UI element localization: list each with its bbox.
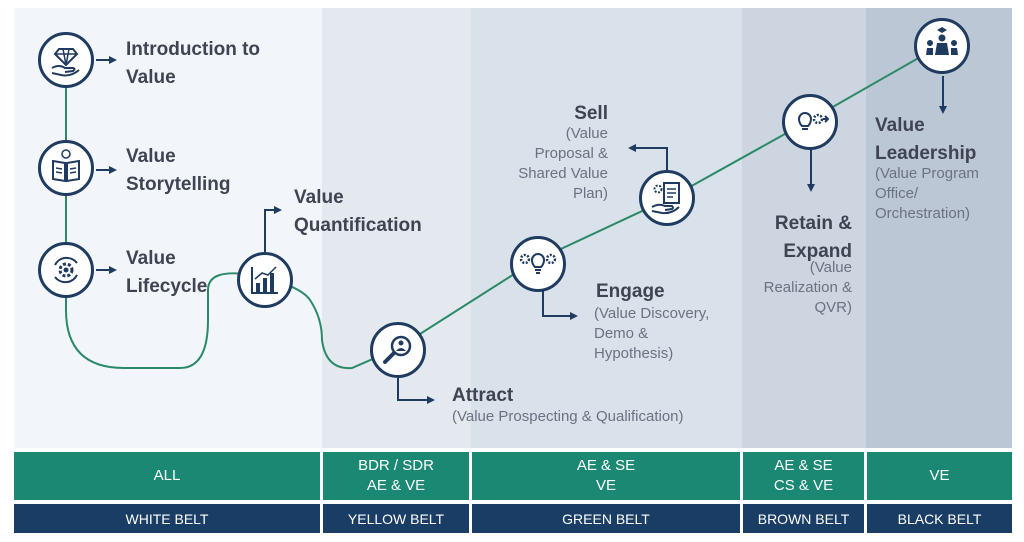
lightbulb-gears-icon: [519, 253, 557, 274]
node-engage: [510, 236, 566, 292]
roles-white: ALL: [14, 452, 320, 500]
arrow-attract: [397, 378, 435, 404]
roles-green: AE & SE VE: [472, 452, 740, 500]
bar-chart-icon: [251, 266, 278, 294]
team-leader-icon: [926, 27, 958, 55]
label-lifecycle: Value Lifecycle: [126, 248, 208, 297]
label-retain: Retain & Expand: [774, 213, 852, 262]
bulb-target-icon: [797, 112, 830, 130]
label-sell: Sell: [574, 103, 608, 124]
node-introduction: [38, 32, 94, 88]
magnify-person-icon: [383, 335, 412, 364]
node-lifecycle: [38, 242, 94, 298]
label-storytelling: Value Storytelling: [126, 146, 231, 195]
node-retain: [782, 94, 838, 150]
storybook-icon: [52, 149, 80, 183]
progress-path: [65, 43, 944, 370]
roles-black: VE: [867, 452, 1012, 500]
label-engage: Engage: [596, 281, 665, 302]
subtitle-sell: (Value Proposal & Shared Value Plan): [518, 125, 608, 202]
roles-yellow: BDR / SDR AE & VE: [323, 452, 469, 500]
belt-yellow: YELLOW BELT: [323, 504, 469, 533]
column-brown: [742, 8, 866, 448]
node-quantification: [237, 252, 293, 308]
label-introduction: Introduction to Value: [126, 39, 261, 88]
subtitle-engage: (Value Discovery, Demo & Hypothesis): [594, 305, 710, 362]
node-storytelling: [38, 140, 94, 196]
subtitle-attract: (Value Prospecting & Qualification): [452, 408, 684, 425]
gear-cycle-icon: [54, 256, 78, 284]
belt-green: GREEN BELT: [472, 504, 740, 533]
belt-black: BLACK BELT: [867, 504, 1012, 533]
subtitle-retain: (Value Realization & QVR): [763, 259, 852, 316]
arrow-quantification: [264, 206, 282, 252]
label-leadership: Value Leadership: [875, 115, 977, 164]
roles-brown: AE & SE CS & VE: [743, 452, 864, 500]
arrow-engage: [542, 290, 578, 320]
node-attract: [370, 322, 426, 378]
label-quantification: Value Quantification: [294, 187, 422, 236]
subtitle-leadership: (Value Program Office/ Orchestration): [875, 165, 979, 222]
belt-white: WHITE BELT: [14, 504, 320, 533]
document-hand-icon: [651, 182, 680, 215]
label-attract: Attract: [452, 385, 514, 406]
arrow-sell: [628, 144, 668, 170]
diamond-hand-icon: [51, 48, 80, 77]
belt-brown: BROWN BELT: [743, 504, 864, 533]
column-black: [866, 8, 1012, 448]
node-sell: [639, 170, 695, 226]
node-leadership: [914, 18, 970, 74]
